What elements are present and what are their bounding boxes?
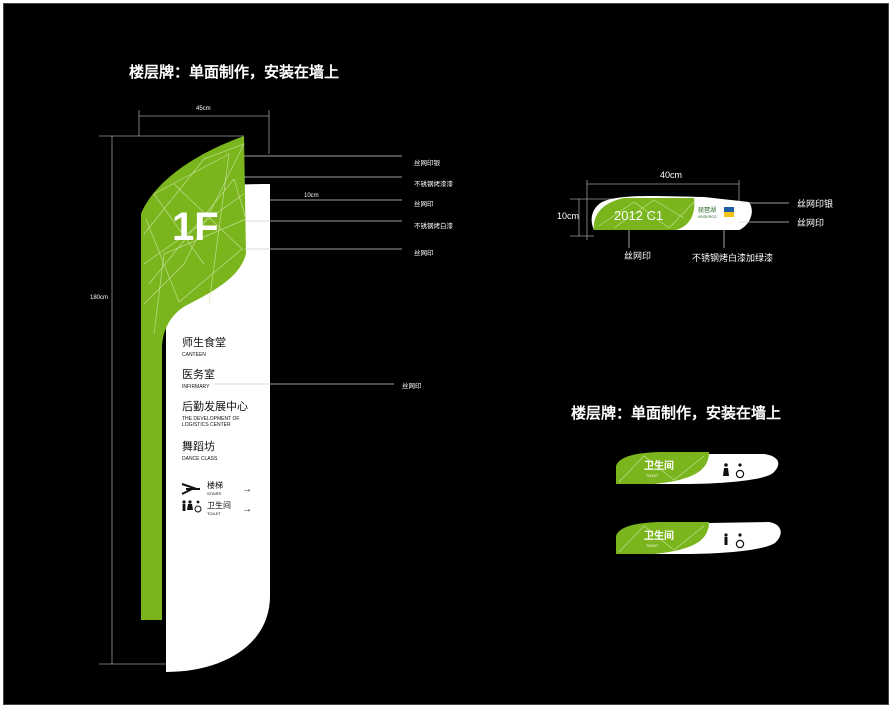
directory-item-cn: 医务室 xyxy=(182,367,215,381)
directory-item-cn: 后勤发展中心 xyxy=(182,399,248,413)
white-panel xyxy=(166,184,270,672)
callout-6: 丝网印 xyxy=(402,381,422,390)
door-sign-dimensions xyxy=(570,180,740,240)
school-logo: 琵琶湖 KINDERGO xyxy=(698,206,734,219)
arrow-right-icon: → xyxy=(242,484,252,495)
direction-en: STAIRS xyxy=(207,491,221,496)
leaf-mesh-pattern xyxy=(143,143,247,335)
dimension-lines xyxy=(99,110,270,665)
directory-item-cn: 舞蹈坊 xyxy=(182,439,215,453)
main-width-dim: 45cm xyxy=(196,106,211,112)
toilet-icon xyxy=(724,533,745,549)
door-callout-leaders xyxy=(628,202,789,248)
callout-3: 丝网印 xyxy=(414,199,434,208)
directory-item-en: INFIRMARY xyxy=(182,384,210,390)
door-label-right: 不锈钢烤白漆加绿漆 xyxy=(692,252,773,263)
directory-item-en: CANTEEN xyxy=(182,352,206,358)
stairs-icon xyxy=(181,483,200,495)
toilet-signs-heading: 楼层牌：单面制作，安装在墙上 xyxy=(571,404,781,422)
toilet-sign-2: 卫生间 TOILET xyxy=(616,522,781,554)
door-callout-mid: 丝网印 xyxy=(797,217,824,228)
door-callout-top: 丝网印银 xyxy=(797,198,833,209)
door-label-left: 丝网印 xyxy=(624,250,651,261)
main-inner-dim: 10cm xyxy=(304,193,319,199)
drawing-canvas: 楼层牌：单面制作，安装在墙上 45cm 180cm 10cm 1F 丝网印银 不… xyxy=(3,3,889,705)
callout-leaders xyxy=(214,155,402,385)
toilet-icon xyxy=(182,500,202,513)
toilet-label-cn: 卫生间 xyxy=(644,459,674,472)
direction-cn: 楼梯 xyxy=(207,480,223,490)
callout-4: 不锈钢烤白漆 xyxy=(414,221,454,230)
svg-text:KINDERGO: KINDERGO xyxy=(698,215,717,219)
door-sign-green xyxy=(593,198,695,230)
toilet-label-en: TOILET xyxy=(646,544,659,548)
callout-5: 丝网印 xyxy=(414,248,434,257)
directory-item-en: DANCE CLASS xyxy=(182,456,218,462)
door-width-dim: 40cm xyxy=(660,170,682,180)
svg-text:琵琶湖: 琵琶湖 xyxy=(698,206,716,214)
toilet-sign-1: 卫生间 TOILET xyxy=(616,452,779,484)
door-height-dim: 10cm xyxy=(557,211,579,221)
arrow-right-icon: → xyxy=(242,504,252,515)
door-sign-mesh xyxy=(598,199,695,229)
green-panel xyxy=(141,136,246,620)
toilet-icon xyxy=(723,463,745,479)
callout-2: 不锈钢烤漆漆 xyxy=(414,179,454,188)
direction-cn: 卫生间 xyxy=(207,500,231,510)
directory-list: 师生食堂 CANTEEN 医务室 INFIRMARY 后勤发展中心 THE DE… xyxy=(182,335,248,462)
direction-list: 楼梯 STAIRS → 卫生间 TOILET → xyxy=(181,480,252,516)
toilet-label-en: TOILET xyxy=(646,474,659,478)
toilet-label-cn: 卫生间 xyxy=(644,529,674,542)
door-room-number: 2012 C1 xyxy=(614,208,663,223)
direction-en: TOILET xyxy=(207,511,221,516)
callout-1: 丝网印银 xyxy=(414,158,441,167)
main-sign-heading: 楼层牌：单面制作，安装在墙上 xyxy=(129,63,339,81)
signage-drawing: 楼层牌：单面制作，安装在墙上 45cm 180cm 10cm 1F 丝网印银 不… xyxy=(90,63,833,672)
directory-item-en: THE DEVELOPMENT OF xyxy=(182,416,239,422)
main-height-dim: 180cm xyxy=(90,295,108,301)
directory-item-en2: LOGISTICS CENTER xyxy=(182,422,231,428)
floor-number: 1F xyxy=(172,205,219,249)
directory-item-cn: 师生食堂 xyxy=(182,335,226,349)
